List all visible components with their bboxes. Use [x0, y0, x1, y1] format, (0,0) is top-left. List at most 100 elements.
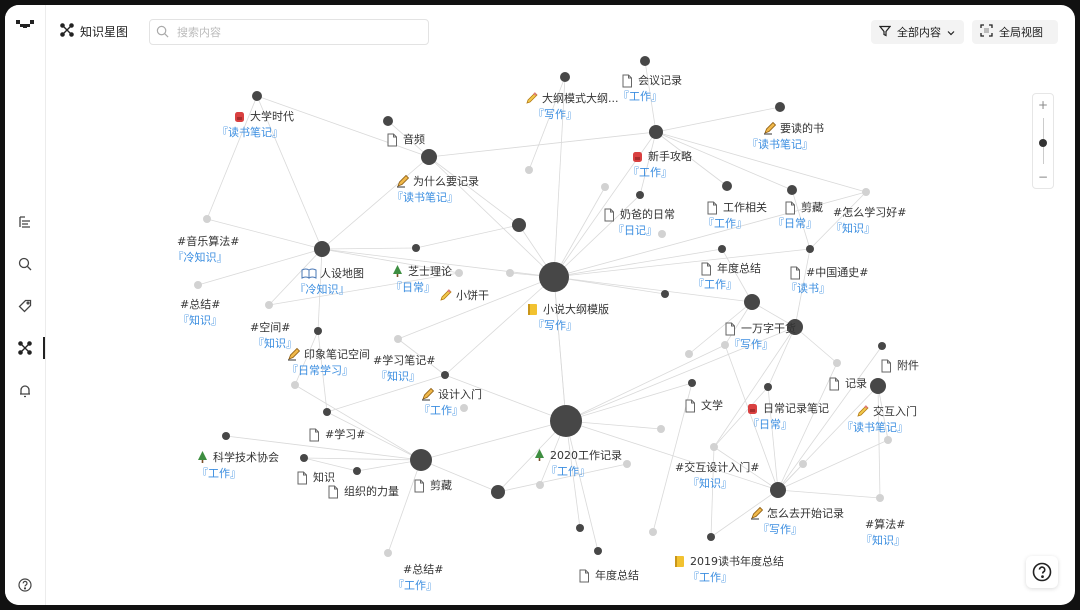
graph-node-label[interactable]: 知识	[297, 470, 335, 485]
graph-node-label[interactable]: 记录	[829, 377, 867, 391]
graph-node-label[interactable]: #算法#『知识』	[861, 517, 905, 547]
graph-node[interactable]	[412, 244, 420, 252]
graph-node-label[interactable]: 要读的书『读书笔记』	[747, 121, 824, 151]
graph-node-label[interactable]: #怎么学习好#『知识』	[831, 205, 906, 235]
graph-node-label[interactable]: #学习笔记#『知识』	[373, 353, 435, 383]
graph-node-label[interactable]: #音乐算法#『冷知识』	[173, 234, 240, 264]
graph-node-label[interactable]: 会议记录『工作』	[618, 74, 682, 103]
graph-node-label[interactable]: 小饼干	[440, 288, 489, 302]
graph-node-label[interactable]: #交互设计入门#『知识』	[675, 460, 759, 490]
graph-node-label[interactable]: 2019读书年度总结『工作』	[675, 554, 784, 584]
graph-node-label[interactable]: 芝士理论『日常』	[391, 264, 452, 294]
graph-node[interactable]	[314, 327, 322, 335]
graph-node[interactable]	[707, 533, 715, 541]
graph-node-label[interactable]: 附件	[881, 358, 919, 373]
graph-node-label[interactable]: 年度总结	[579, 568, 639, 583]
graph-node-label[interactable]: 小说大纲模版『写作』	[528, 302, 609, 332]
graph-node-label[interactable]: 科学技术协会『工作』	[197, 450, 279, 480]
graph-node-label[interactable]: 为什么要记录『读书笔记』	[392, 174, 479, 204]
outline-icon[interactable]	[15, 212, 35, 232]
graph-node[interactable]	[506, 269, 514, 277]
graph-node[interactable]	[539, 262, 569, 292]
graph-node[interactable]	[441, 371, 449, 379]
graph-node[interactable]	[657, 425, 665, 433]
search-box[interactable]	[149, 19, 429, 45]
graph-node-label[interactable]: 文学	[685, 398, 723, 413]
global-view-button[interactable]: 全局视图	[972, 20, 1058, 44]
graph-node[interactable]	[594, 547, 602, 555]
graph-node-label[interactable]: 印象笔记空间『日常学习』	[287, 347, 370, 377]
graph-node[interactable]	[718, 245, 726, 253]
graph-node[interactable]	[623, 460, 631, 468]
graph-node[interactable]	[799, 460, 807, 468]
graph-node[interactable]	[833, 359, 841, 367]
graph-node[interactable]	[576, 524, 584, 532]
graph-node[interactable]	[222, 432, 230, 440]
graph-node[interactable]	[455, 269, 463, 277]
graph-node[interactable]	[744, 294, 760, 310]
graph-node[interactable]	[203, 215, 211, 223]
graph-node-label[interactable]: 日常记录笔记『日常』	[748, 401, 829, 431]
graph-node[interactable]	[710, 443, 718, 451]
graph-node[interactable]	[525, 166, 533, 174]
graph-node[interactable]	[636, 191, 644, 199]
graph-node-label[interactable]: 大学时代『读书笔记』	[217, 109, 294, 139]
tag-icon[interactable]	[15, 296, 35, 316]
logo-icon[interactable]	[15, 15, 35, 35]
graph-node-label[interactable]: 人设地图『冷知识』	[295, 267, 365, 296]
graph-node[interactable]	[536, 481, 544, 489]
graph-node-label[interactable]: 剪藏	[414, 478, 452, 493]
graph-node[interactable]	[806, 245, 814, 253]
graph-node-label[interactable]: 组织的力量	[328, 484, 399, 499]
graph-node[interactable]	[658, 230, 666, 238]
graph-node-label[interactable]: 剪藏『日常』	[773, 200, 823, 230]
graph-node[interactable]	[764, 383, 772, 391]
graph-node-label[interactable]: 工作相关『工作』	[703, 200, 767, 230]
knowledge-graph[interactable]: 大学时代『读书笔记』音频大纲模式大纲...『写作』会议记录『工作』要读的书『读书…	[5, 5, 1075, 605]
graph-node[interactable]	[394, 335, 402, 343]
search-input[interactable]	[175, 24, 419, 40]
graph-node[interactable]	[384, 549, 392, 557]
graph-node-label[interactable]: 2020工作记录『工作』	[535, 449, 622, 478]
graph-node[interactable]	[876, 494, 884, 502]
graph-node[interactable]	[649, 528, 657, 536]
graph-node[interactable]	[314, 241, 330, 257]
graph-node[interactable]	[353, 467, 361, 475]
graph-node[interactable]	[323, 408, 331, 416]
graph-node[interactable]	[410, 449, 432, 471]
graph-node-label[interactable]: #空间#『知识』	[250, 320, 297, 350]
graph-node-label[interactable]: 新手攻略『工作』	[628, 149, 692, 179]
graph-node-label[interactable]: 年度总结『工作』	[693, 261, 761, 291]
graph-node[interactable]	[460, 404, 468, 412]
graph-node-label[interactable]: 一万字干货『写作』	[725, 321, 796, 351]
graph-node-label[interactable]: #总结#『知识』	[178, 297, 222, 327]
help-button[interactable]	[1026, 556, 1058, 588]
graph-icon[interactable]	[15, 338, 35, 358]
graph-node[interactable]	[194, 281, 202, 289]
graph-node-label[interactable]: 奶爸的日常『日记』	[604, 207, 675, 237]
graph-node[interactable]	[649, 125, 663, 139]
graph-node[interactable]	[550, 405, 582, 437]
zoom-in-button[interactable]: +	[1037, 98, 1049, 112]
graph-node[interactable]	[491, 485, 505, 499]
zoom-out-button[interactable]: −	[1037, 170, 1049, 184]
help-circle-icon[interactable]	[15, 575, 35, 595]
graph-node[interactable]	[870, 378, 886, 394]
graph-node[interactable]	[601, 183, 609, 191]
graph-node[interactable]	[685, 350, 693, 358]
graph-node[interactable]	[421, 149, 437, 165]
graph-node[interactable]	[787, 185, 797, 195]
graph-node-label[interactable]: #学习#	[309, 427, 365, 442]
graph-node[interactable]	[878, 342, 886, 350]
graph-node[interactable]	[722, 181, 732, 191]
graph-node[interactable]	[265, 301, 273, 309]
graph-node-label[interactable]: 大纲模式大纲...『写作』	[526, 91, 619, 121]
graph-node[interactable]	[661, 290, 669, 298]
zoom-slider-handle[interactable]	[1039, 139, 1047, 147]
zoom-control[interactable]: + −	[1032, 93, 1054, 189]
graph-node-label[interactable]: 怎么去开始记录『写作』	[751, 506, 844, 536]
filter-dropdown[interactable]: 全部内容	[871, 20, 964, 44]
graph-node-label[interactable]: 设计入门『工作』	[419, 387, 482, 417]
graph-node[interactable]	[787, 319, 803, 335]
graph-node[interactable]	[721, 341, 729, 349]
